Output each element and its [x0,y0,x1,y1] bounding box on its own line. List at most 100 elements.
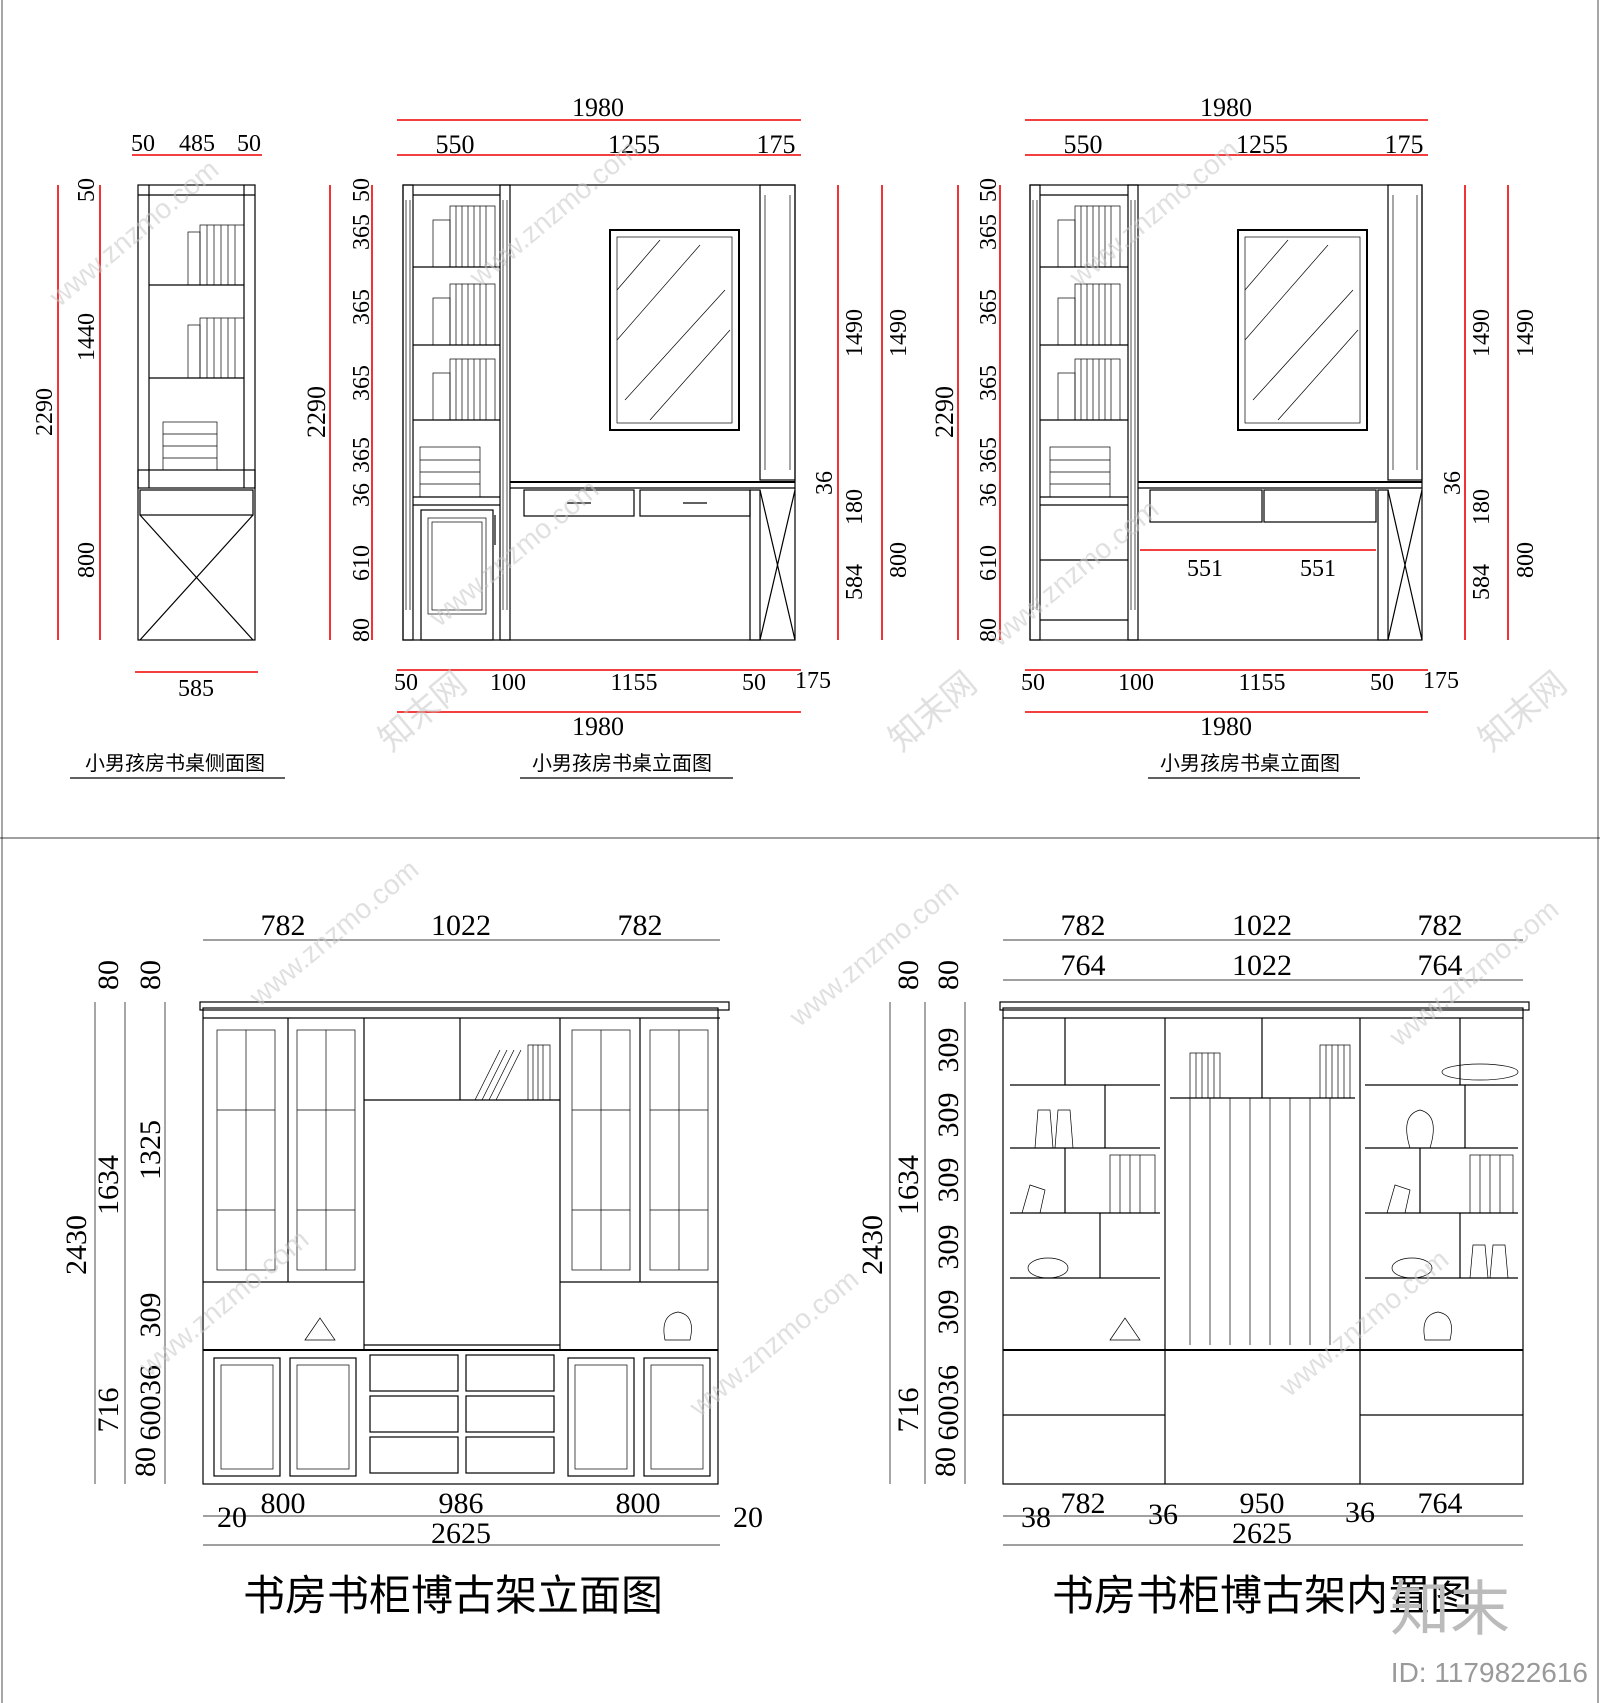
dim-height-b: 309 [932,1028,965,1073]
dim-bottom-part: 50 [1021,670,1045,696]
box-stack-icon [162,421,218,471]
watermark-brand: 知末网 [1472,664,1575,759]
dim-bottom-total: 1980 [572,712,624,741]
dim-right-a: 1490 [842,309,868,357]
dim-top-part: 550 [436,130,475,159]
cabinet-elevation: 782 1022 782 2430 80 1634 716 80 80 1325… [60,909,763,1620]
books-icon [474,1044,551,1101]
dim-height-a: 1634 [92,1155,125,1215]
dim-height-part: 800 [74,542,100,578]
dim-bottom: 950 [1240,1487,1285,1520]
title-cabinet-elevation: 书房书柜博古架立面图 [243,1573,663,1620]
dim-bottom: 20 [733,1501,763,1534]
dim-bottom: 20 [217,1501,247,1534]
dim-bottom: 585 [178,676,214,702]
dim-right-a: 584 [1469,564,1495,600]
books-icon [432,205,496,421]
dim-bottom-part: 100 [1118,670,1154,696]
dim-right-a: 1490 [1469,309,1495,357]
watermark-text: www.znzmo.com [43,153,225,312]
dim-height-b: 309 [932,1158,965,1203]
dim-bottom-total: 2625 [431,1517,491,1550]
dim-height-part: 365 [349,365,375,401]
dim-top-right: 50 [237,131,261,157]
dim-height-part: 50 [976,178,1002,202]
dim-height-b: 80 [932,960,965,990]
dim-height-b: 1325 [134,1120,167,1180]
dim-height-total: 2290 [930,386,959,438]
box-stack-icon [1049,446,1111,498]
dim-height-b: 309 [932,1225,965,1270]
dim-height-part: 365 [349,289,375,325]
dim-bottom: 764 [1418,1487,1463,1520]
dim-height-total: 2290 [32,388,58,436]
dim-right-b: 1490 [1513,309,1539,357]
dim-top-2: 764 [1418,949,1463,982]
front-elevation-1: 1980 550 1255 175 2290 50 365 365 365 36… [302,93,912,779]
dim-bottom-part: 50 [742,670,766,696]
dim-height-part: 50 [349,178,375,202]
title-front-2: 小男孩房书桌立面图 [1160,752,1340,775]
dim-top: 782 [618,909,663,942]
dim-inner: 551 [1187,556,1223,582]
dim-top-mid: 485 [179,131,215,157]
dim-right-a: 36 [812,471,838,495]
books-icon [187,224,245,379]
dim-top: 782 [261,909,306,942]
dim-bottom-part: 1155 [1238,670,1285,696]
dim-bottom: 800 [616,1487,661,1520]
dim-height-part: 610 [976,545,1002,581]
dim-right-b: 180 [842,489,868,525]
dim-height-total: 2290 [302,386,331,438]
watermark-text: www.znzmo.com [983,493,1165,652]
dim-bottom: 800 [261,1487,306,1520]
dim-right-a: 584 [842,564,868,600]
dim-top-left: 50 [131,131,155,157]
dim-height-b: 36 [134,1365,167,1395]
dim-height-b: 309 [932,1290,965,1335]
dim-right-a: 36 [1440,471,1466,495]
dim-height-part: 50 [74,178,100,202]
panel-slats [1189,1098,1331,1345]
dim-top-part: 1255 [608,130,660,159]
dim-height-a: 80 [92,960,125,990]
dim-right-b: 800 [886,542,912,578]
dim-height-b: 600 [932,1396,965,1441]
dim-top: 1022 [431,909,491,942]
dim-top-total: 1980 [1200,93,1252,122]
dim-top-2: 1022 [1232,949,1292,982]
dim-bottom: 986 [439,1487,484,1520]
dim-right-b: 180 [1469,489,1495,525]
dim-height-part: 80 [976,618,1002,642]
dim-height-b: 309 [932,1093,965,1138]
watermark-text: www.znzmo.com [783,873,965,1032]
watermark-text: www.znzmo.com [1383,893,1565,1052]
dim-height-a: 80 [129,1447,162,1477]
dim-height-a: 1634 [892,1155,925,1215]
dim-height-part: 365 [349,214,375,250]
dim-height-part: 365 [976,289,1002,325]
dim-height-part: 365 [349,437,375,473]
dim-height-a: 80 [892,960,925,990]
dim-height-part: 36 [349,483,375,507]
dim-bottom: 38 [1021,1501,1051,1534]
dim-height-total: 2430 [856,1215,889,1275]
dim-bottom-part: 175 [1423,668,1459,694]
dim-bottom-part: 50 [394,670,418,696]
dim-height-part: 80 [349,618,375,642]
title-cabinet-interior: 书房书柜博古架内置图 [1052,1574,1472,1620]
dim-height-b: 80 [134,960,167,990]
dim-height-total: 2430 [60,1215,93,1275]
dim-right-b: 1490 [886,309,912,357]
dim-top-part: 1255 [1236,130,1288,159]
dim-height-part: 365 [976,437,1002,473]
dim-bottom: 36 [1148,1498,1178,1531]
dim-top-total: 1980 [572,93,624,122]
dim-inner: 551 [1300,556,1336,582]
watermark-brand: 知末网 [882,664,985,759]
dim-height-part: 36 [976,483,1002,507]
dim-bottom-total: 1980 [1200,712,1252,741]
dim-top-part: 550 [1064,130,1103,159]
dim-bottom: 782 [1061,1487,1106,1520]
